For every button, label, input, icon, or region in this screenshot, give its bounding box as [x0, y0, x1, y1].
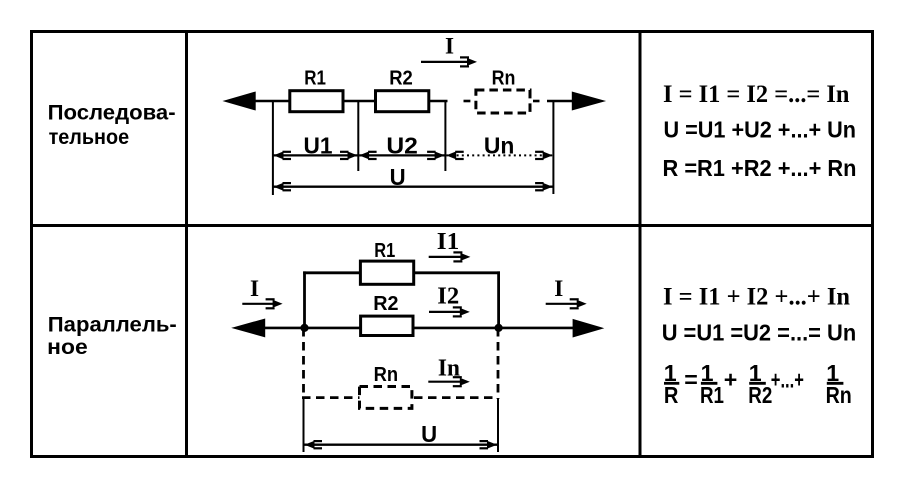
svg-text:Rn: Rn: [492, 67, 516, 90]
svg-text:U =U1 +U2 +...+ Un: U =U1 +U2 +...+ Un: [664, 117, 857, 143]
svg-text:In: In: [438, 354, 460, 381]
svg-text:Rn: Rn: [826, 382, 852, 408]
svg-text:тельное: тельное: [49, 125, 130, 149]
svg-text:R =R1 +R2 +...+ Rn: R =R1 +R2 +...+ Rn: [663, 155, 857, 181]
svg-text:1: 1: [749, 360, 762, 386]
svg-text:I: I: [250, 276, 259, 302]
svg-text:R2: R2: [389, 67, 413, 90]
svg-text:1: 1: [664, 360, 677, 386]
svg-text:Параллель-: Параллель-: [48, 313, 177, 337]
svg-text:+: +: [724, 367, 738, 393]
svg-text:Последова-: Последова-: [48, 101, 176, 125]
svg-text:U: U: [421, 421, 437, 447]
svg-text:U2: U2: [386, 132, 418, 158]
svg-text:I: I: [554, 276, 563, 302]
svg-text:+...+: +...+: [771, 367, 804, 393]
svg-text:R2: R2: [748, 382, 772, 408]
svg-text:R1: R1: [700, 382, 724, 408]
svg-text:=: =: [684, 367, 698, 393]
svg-text:U =U1 =U2 =...= Un: U =U1 =U2 =...= Un: [662, 320, 857, 346]
svg-text:U1: U1: [304, 132, 333, 158]
svg-text:I = I1 + I2 +...+ In: I = I1 + I2 +...+ In: [663, 283, 850, 310]
svg-text:I1: I1: [437, 228, 460, 255]
svg-text:1: 1: [826, 360, 839, 386]
svg-text:R: R: [664, 382, 679, 408]
svg-text:R2: R2: [373, 292, 398, 315]
svg-text:I2: I2: [437, 282, 459, 309]
svg-text:1: 1: [701, 360, 714, 386]
svg-text:I = I1 = I2 =...= In: I = I1 = I2 =...= In: [663, 81, 850, 108]
svg-text:Rn: Rn: [374, 363, 399, 386]
svg-text:R1: R1: [374, 239, 395, 262]
svg-text:Un: Un: [484, 132, 515, 158]
svg-text:U: U: [390, 164, 406, 190]
svg-text:I: I: [445, 34, 454, 60]
svg-text:ное: ное: [47, 335, 88, 359]
svg-text:R1: R1: [304, 67, 326, 90]
